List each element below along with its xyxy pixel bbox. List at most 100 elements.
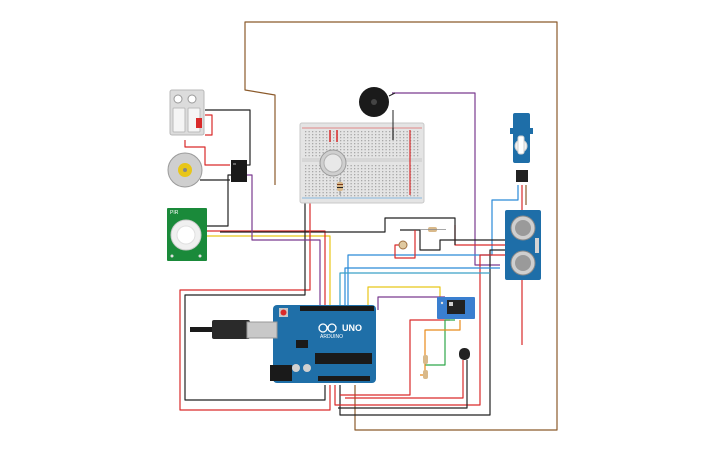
temperature-sensor[interactable] — [459, 348, 470, 360]
wire-teal-1[interactable] — [344, 267, 500, 310]
breadboard-resistor[interactable] — [337, 178, 343, 195]
breadboard-hole — [322, 180, 324, 182]
breadboard-hole — [410, 195, 412, 197]
arduino-uno[interactable]: UNO ARDUINO — [190, 305, 376, 383]
wifi-module[interactable] — [437, 297, 475, 319]
breadboard-hole — [326, 183, 328, 185]
breadboard-hole — [378, 155, 380, 157]
breadboard-hole — [357, 143, 359, 145]
breadboard-hole — [354, 131, 356, 133]
breadboard-hole — [417, 137, 419, 139]
relay[interactable] — [231, 160, 247, 182]
wire-relay-black-top[interactable] — [205, 109, 251, 166]
wire-wifi-green[interactable] — [425, 319, 455, 366]
wire-teal-2[interactable] — [339, 272, 490, 310]
breadboard-hole — [417, 183, 419, 185]
breadboard-hole — [382, 192, 384, 194]
breadboard-hole — [347, 152, 349, 154]
breadboard-hole — [364, 171, 366, 173]
battery-pack[interactable] — [169, 89, 205, 136]
breadboard-hole — [357, 131, 359, 133]
wire-pir-red[interactable] — [205, 230, 326, 310]
wire-us-red2[interactable] — [334, 254, 505, 406]
gas-sensor[interactable] — [319, 149, 347, 177]
breadboard-hole — [385, 140, 387, 142]
wire-relay-red[interactable] — [205, 114, 213, 136]
breadboard-hole — [347, 131, 349, 133]
wire-wifi-red[interactable] — [340, 319, 450, 396]
breadboard-hole — [403, 192, 405, 194]
breadboard-hole — [326, 195, 328, 197]
wire-wifi-purple[interactable] — [377, 296, 445, 310]
breadboard-hole — [357, 134, 359, 136]
breadboard-hole — [417, 195, 419, 197]
breadboard-hole — [403, 189, 405, 191]
breadboard-hole — [368, 134, 370, 136]
breadboard-hole — [312, 146, 314, 148]
wire-relay-purple[interactable] — [245, 174, 321, 310]
breadboard-hole — [406, 143, 408, 145]
breadboard-hole — [319, 152, 321, 154]
breadboard-hole — [326, 149, 328, 151]
breadboard-hole — [350, 189, 352, 191]
wire-wifi-orange[interactable] — [420, 320, 461, 376]
wire-brown-loop[interactable] — [244, 21, 558, 431]
breadboard-hole — [329, 149, 331, 151]
breadboard-hole — [385, 177, 387, 179]
wire-ldr-red[interactable] — [394, 230, 416, 259]
breadboard-hole — [368, 192, 370, 194]
wire-us-red[interactable] — [454, 225, 505, 246]
breadboard-hole — [315, 189, 317, 191]
breadboard-hole — [312, 180, 314, 182]
wire-temp-red[interactable] — [345, 360, 464, 399]
analog-header — [318, 376, 370, 381]
wire-us-black[interactable] — [400, 229, 505, 251]
breadboard-hole — [315, 165, 317, 167]
breadboard-hole — [364, 183, 366, 185]
breadboard-hole — [357, 183, 359, 185]
resistor-right[interactable] — [420, 227, 446, 232]
breadboard-hole — [371, 140, 373, 142]
breadboard-hole — [406, 174, 408, 176]
pir-sensor[interactable]: PIR — [167, 208, 207, 261]
wire-wifi-yellow[interactable] — [367, 286, 441, 310]
breadboard-hole — [364, 155, 366, 157]
breadboard-hole — [350, 155, 352, 157]
photoresistor[interactable] — [398, 240, 408, 250]
wire-pir-black[interactable] — [205, 174, 235, 227]
breadboard-hole — [326, 180, 328, 182]
servo-motor[interactable] — [510, 113, 533, 182]
breadboard-hole — [417, 189, 419, 191]
breadboard-hole — [319, 165, 321, 167]
breadboard-hole — [336, 177, 338, 179]
breadboard-hole — [308, 143, 310, 145]
breadboard-hole — [364, 140, 366, 142]
breadboard-hole — [361, 195, 363, 197]
breadboard-hole — [396, 149, 398, 151]
breadboard-hole — [399, 143, 401, 145]
wire-purple-buzzer[interactable] — [392, 92, 500, 266]
breadboard-hole — [417, 152, 419, 154]
ultrasonic-sensor[interactable] — [505, 210, 541, 280]
wire-servo-blue[interactable] — [347, 185, 519, 310]
breadboard-hole — [312, 183, 314, 185]
breadboard-hole — [340, 180, 342, 182]
reset-button[interactable] — [280, 309, 287, 316]
breadboard-hole — [343, 183, 345, 185]
wire-temp-black[interactable] — [338, 360, 468, 409]
breadboard-hole — [315, 171, 317, 173]
breadboard[interactable] — [299, 122, 425, 204]
breadboard-hole — [322, 152, 324, 154]
breadboard-hole — [319, 186, 321, 188]
resistor-wifi[interactable] — [423, 355, 428, 379]
wire-motor-red[interactable] — [184, 140, 230, 166]
breadboard-hole — [357, 177, 359, 179]
breadboard-hole — [417, 155, 419, 157]
buzzer[interactable] — [359, 87, 396, 128]
wire-black-middle[interactable] — [220, 217, 456, 245]
wire-left-black[interactable] — [184, 200, 326, 401]
wire-left-red[interactable] — [179, 200, 331, 411]
wire-pir-yellow[interactable] — [205, 235, 331, 310]
dc-motor[interactable] — [167, 152, 203, 188]
breadboard-hole — [312, 165, 314, 167]
